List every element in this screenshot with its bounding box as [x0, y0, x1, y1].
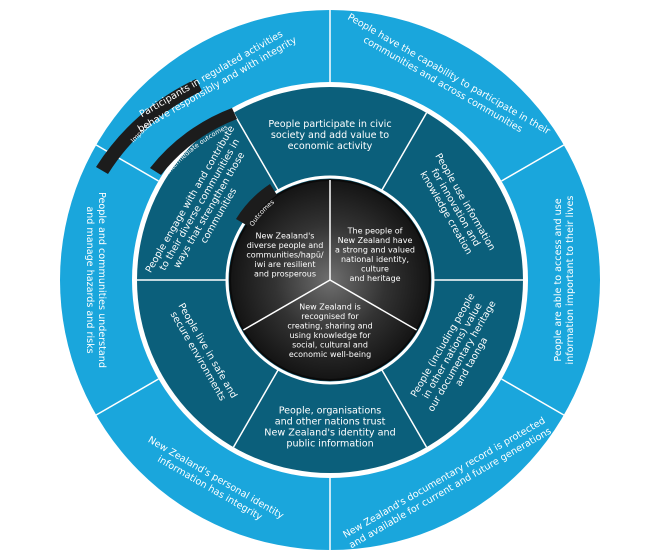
outcome-label-line: diverse people and — [247, 241, 324, 250]
segment-divider — [501, 144, 565, 182]
intermediate-outcome-label-line: economic activity — [288, 141, 373, 152]
outcome-label-line: New Zealand's — [256, 231, 315, 240]
intermediate-outcomes-tab-shape — [150, 108, 237, 175]
outcome-label-line: using knowledge for — [289, 331, 371, 340]
intermediate-outcome-label-line: People, organisations — [279, 405, 382, 416]
outcome-label-line: and heritage — [349, 274, 400, 283]
impact-label-line: information important to their lives — [565, 196, 576, 365]
segment-divider — [95, 144, 159, 182]
segment-divider — [232, 368, 280, 448]
impact-label-line: and manage hazards and risks — [84, 206, 95, 353]
segment-divider — [243, 279, 331, 331]
intermediate-outcome-label-line: and other nations trust — [275, 416, 386, 427]
intermediate-outcome-label-line: People participate in civic — [268, 119, 391, 130]
intermediate-outcome-label-line: New Zealand's identity and — [264, 427, 395, 438]
outcome-label-line: and prosperous — [254, 269, 316, 278]
outcome-label-line: social, cultural and — [292, 341, 368, 350]
impacts-tab-shape — [96, 79, 202, 174]
segment-divider — [380, 112, 428, 192]
segment-divider — [501, 378, 565, 416]
outcome-label-line: a strong and valued — [335, 246, 415, 255]
segment-divider — [380, 368, 428, 448]
segment-divider — [95, 378, 159, 416]
segment-dividers — [95, 10, 565, 550]
impact-label: People are able to access and useinforma… — [553, 196, 576, 365]
outcome-label-line: iwi are resilient — [254, 260, 315, 269]
outcome-label-line: culture — [361, 265, 389, 274]
intermediate-outcome-label-line: society and add value to — [271, 130, 389, 141]
outcome-label-line: communities/hapū/ — [246, 250, 324, 259]
outcomes-tab-shape — [236, 184, 277, 226]
outcome-label-line: national identity, — [341, 255, 409, 264]
outcome-label-line: creating, sharing and — [287, 322, 372, 331]
outcome-label-line: New Zealand is — [299, 303, 361, 312]
outcome-label-line: recognised for — [301, 312, 359, 321]
outcome-label-line: economic well-being — [289, 350, 371, 359]
impact-label-line: People and communities understand — [96, 192, 107, 368]
impact-label: People and communities understandand man… — [84, 192, 107, 368]
impact-label-line: People are able to access and use — [553, 198, 564, 361]
outcome-label-line: New Zealand have — [338, 236, 413, 245]
outcome-label-line: The people of — [347, 227, 403, 236]
segment-divider — [232, 112, 280, 192]
intermediate-outcome-label-line: public information — [286, 438, 373, 449]
segment-divider — [329, 279, 417, 331]
